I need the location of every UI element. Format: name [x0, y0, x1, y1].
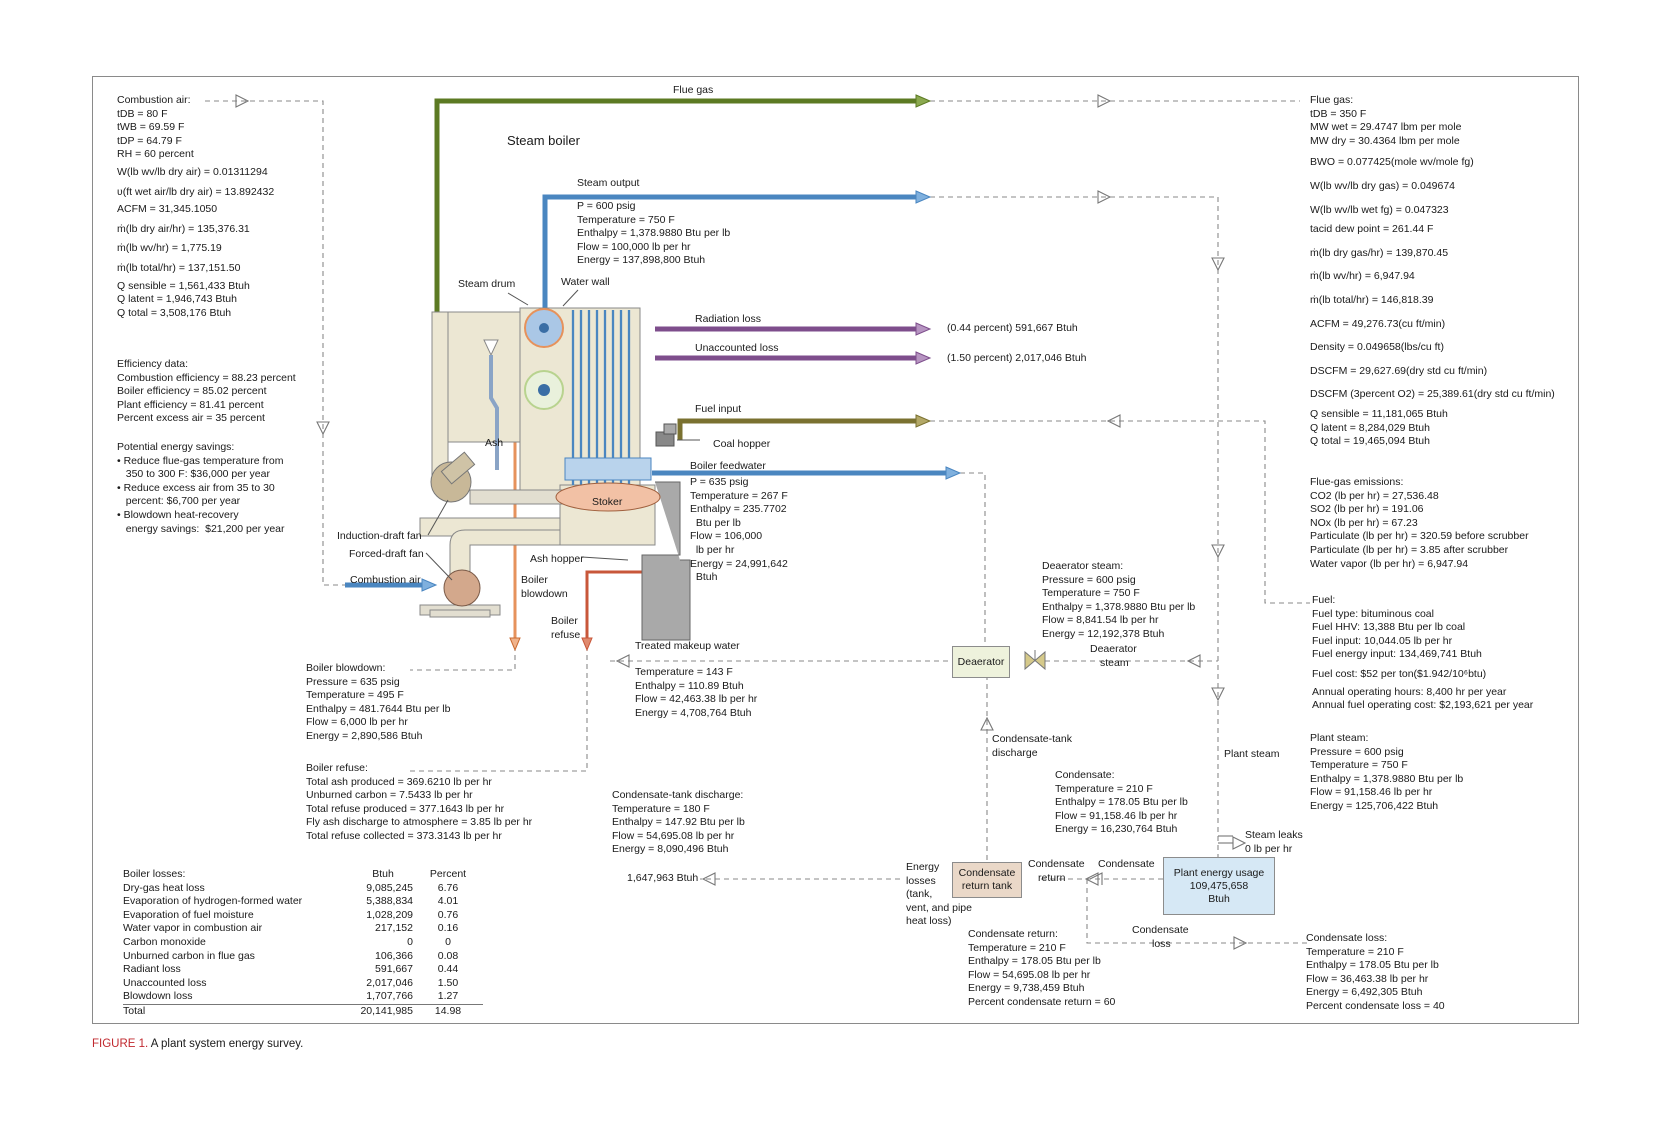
- water-wall-label: Water wall: [561, 276, 610, 288]
- coal-hopper-label: Coal hopper: [713, 438, 771, 450]
- ct-discharge-data: Condensate-tank discharge:Temperature = …: [612, 789, 745, 856]
- radiation-loss-label: Radiation loss: [695, 313, 761, 325]
- induction-fan-label: Induction-draft fan: [337, 530, 422, 542]
- combustion-air-label: Combustion air: [350, 574, 421, 586]
- energy-loss-value: 1,647,963 Btuh: [627, 872, 699, 884]
- figure-caption: FIGURE 1. A plant system energy survey.: [92, 1038, 303, 1050]
- table-header: Boiler losses: Btuh Percent: [123, 868, 467, 880]
- steam-output-label: Steam output: [577, 177, 640, 189]
- fuel-dash: [930, 420, 1310, 604]
- plant-steam-label: Plant steam: [1224, 748, 1280, 760]
- energy-savings: Potential energy savings:• Reduce flue-g…: [117, 441, 285, 535]
- steam-drum-label: Steam drum: [458, 278, 516, 290]
- diagram-frame: [92, 76, 1579, 1024]
- unaccounted-loss-label: Unaccounted loss: [695, 342, 779, 354]
- caption-label: FIGURE 1.: [92, 1038, 149, 1050]
- ash-hopper-label: Ash hopper: [530, 553, 584, 565]
- stoker-label: Stoker: [592, 496, 623, 508]
- boiler-feedwater-label: Boiler feedwater: [690, 460, 766, 472]
- steam-out-dash: [930, 196, 1219, 870]
- deaerator-box: Deaerator: [952, 646, 1010, 678]
- boiler-losses-table: Boiler losses: Btuh Percent Dry-gas heat…: [123, 868, 483, 1019]
- refuse-data: Boiler refuse:Total ash produced = 369.6…: [306, 762, 533, 842]
- flue-gas-emissions: Flue-gas emissions:CO2 (lb per hr) = 27,…: [1310, 476, 1529, 570]
- radiation-value: (0.44 percent) 591,667 Btuh: [947, 322, 1078, 334]
- forced-fan-label: Forced-draft fan: [349, 548, 424, 560]
- treated-makeup-label: Treated makeup water: [635, 640, 740, 652]
- ash-label: Ash: [485, 437, 504, 449]
- fuel-input-label: Fuel input: [695, 403, 742, 415]
- diagram-title: Steam boiler: [507, 133, 580, 148]
- cond-loss-dash: [1086, 879, 1310, 944]
- efficiency-data: Efficiency data:Combustion efficiency = …: [117, 358, 296, 425]
- caption-text: A plant system energy survey.: [148, 1038, 304, 1050]
- flue-gas-label: Flue gas: [673, 84, 714, 96]
- blowdown-dash: [410, 646, 516, 671]
- comb-air-dash: [205, 100, 430, 586]
- feedwater-dash: [960, 472, 986, 645]
- refuse-dash: [410, 646, 588, 772]
- unaccounted-value: (1.50 percent) 2,017,046 Btuh: [947, 352, 1087, 364]
- condensate-label: Condensate: [1098, 858, 1155, 870]
